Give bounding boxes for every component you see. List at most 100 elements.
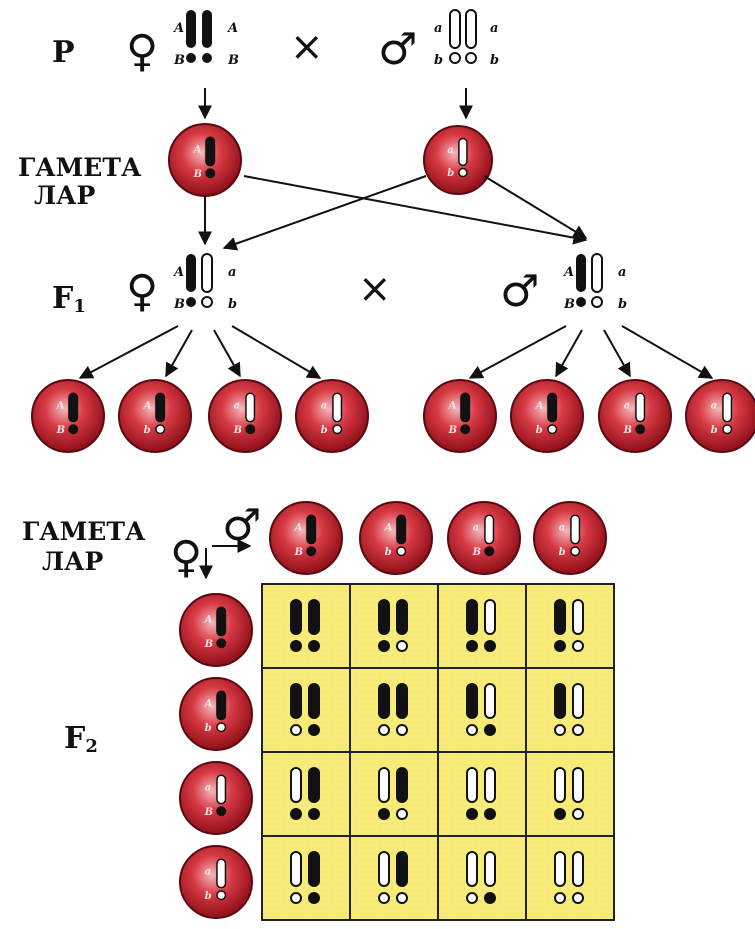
allele-label: a bbox=[321, 400, 327, 411]
allele-label: B bbox=[193, 169, 202, 180]
cell-membrane bbox=[533, 501, 607, 575]
allele-label: B bbox=[173, 297, 185, 312]
label-f1-main: F bbox=[52, 281, 73, 316]
allele-label: A bbox=[143, 400, 152, 411]
allele-label: b bbox=[144, 425, 151, 436]
chromosome-dot-dark bbox=[378, 808, 390, 820]
f1-female-genotype: A a B b bbox=[172, 253, 237, 312]
chromosome-dark bbox=[290, 599, 302, 635]
allele-label: a bbox=[234, 400, 240, 411]
allele-label: A bbox=[172, 265, 184, 280]
label-gametes-top-2: ЛАР bbox=[34, 181, 95, 210]
allele-label: A bbox=[294, 522, 303, 533]
chromosome-light bbox=[290, 851, 302, 887]
chromosome-dot-dark bbox=[216, 806, 227, 817]
chromosome-light bbox=[484, 767, 496, 803]
label-gametes-grid-1: ГАМЕТА bbox=[22, 517, 146, 546]
allele-label: B bbox=[204, 639, 213, 650]
chromosome-dot-light bbox=[396, 808, 408, 820]
chromosome-dark bbox=[460, 392, 471, 423]
chromosome-light bbox=[378, 851, 390, 887]
chromosome-dot-light bbox=[396, 546, 407, 557]
gamete-cell: aB bbox=[208, 379, 282, 453]
gamete-cell: Ab bbox=[359, 501, 433, 575]
chromosome-light bbox=[466, 767, 478, 803]
chromosome-dark bbox=[396, 683, 408, 719]
female-symbol-f1: ♀ bbox=[126, 266, 158, 317]
chromosome-dot-dark bbox=[554, 640, 566, 652]
punnett-cell bbox=[378, 767, 408, 820]
allele-label: B bbox=[56, 425, 65, 436]
chromosome-dot-light bbox=[570, 546, 581, 557]
chromosome-dot-dark bbox=[466, 640, 478, 652]
chromosome-dark bbox=[378, 599, 390, 635]
allele-label: B bbox=[472, 547, 481, 558]
chromosome-dark bbox=[290, 683, 302, 719]
allele-label: a bbox=[228, 265, 236, 280]
cross-sign-p: × bbox=[290, 24, 324, 70]
arrow bbox=[222, 175, 427, 251]
chromosome-dot-light bbox=[396, 892, 408, 904]
male-symbol-p: ♂ bbox=[378, 24, 417, 75]
punnett-cell bbox=[554, 599, 584, 652]
chromosome-dot-dark bbox=[68, 424, 79, 435]
chromosome-dot-dark bbox=[576, 297, 586, 307]
chromosome-light bbox=[216, 774, 227, 805]
cell-membrane bbox=[179, 593, 253, 667]
allele-label: a bbox=[624, 400, 630, 411]
chromosome-dot-dark bbox=[308, 808, 320, 820]
arrow bbox=[243, 175, 588, 245]
allele-label: B bbox=[233, 425, 242, 436]
punnett-cell bbox=[290, 767, 320, 820]
punnett-cell bbox=[554, 767, 584, 820]
allele-label: a bbox=[205, 782, 211, 793]
allele-label: b bbox=[205, 891, 212, 902]
label-gametes-grid-2: ЛАР bbox=[42, 547, 103, 576]
chromosome-dot-light bbox=[378, 892, 390, 904]
chromosome-light bbox=[484, 599, 496, 635]
chromosome-light bbox=[201, 253, 213, 293]
cell-membrane bbox=[168, 123, 242, 197]
arrow bbox=[483, 175, 588, 239]
punnett-cell bbox=[378, 683, 408, 736]
chromosome-dot-light bbox=[458, 167, 468, 178]
cell-membrane bbox=[423, 125, 493, 195]
chromosome-dot-light bbox=[591, 296, 603, 308]
female-symbol-p: ♀ bbox=[126, 26, 158, 77]
gamete-cell: Ab bbox=[179, 677, 253, 751]
gamete-cell: ab bbox=[685, 379, 755, 453]
chromosome-light bbox=[554, 767, 566, 803]
label-p: P bbox=[52, 35, 75, 70]
gamete-cell: AB bbox=[269, 501, 343, 575]
allele-label: B bbox=[227, 53, 239, 68]
parent-male-genotype: a a b b bbox=[434, 9, 499, 68]
punnett-cell bbox=[466, 683, 496, 736]
punnett-cell bbox=[290, 683, 320, 736]
chromosome-dark bbox=[396, 851, 408, 887]
chromosome-light bbox=[570, 514, 581, 545]
parent-female-genotype: A A B B bbox=[172, 10, 239, 68]
allele-label: b bbox=[711, 425, 718, 436]
gamete-cell: aB bbox=[447, 501, 521, 575]
chromosome-dark bbox=[396, 599, 408, 635]
chromosome-dark bbox=[396, 514, 407, 545]
allele-label: A bbox=[535, 400, 544, 411]
cell-membrane bbox=[208, 379, 282, 453]
allele-label: A bbox=[204, 614, 213, 625]
gamete-cell: ab bbox=[179, 845, 253, 919]
allele-label: A bbox=[384, 522, 393, 533]
chromosome-dark bbox=[378, 683, 390, 719]
gamete-cell: Ab bbox=[118, 379, 192, 453]
cell-membrane bbox=[359, 501, 433, 575]
gamete-cell: AB bbox=[423, 379, 497, 453]
allele-label: b bbox=[447, 168, 454, 179]
chromosome-dark bbox=[216, 606, 227, 637]
allele-label: B bbox=[204, 807, 213, 818]
punnett-cell bbox=[554, 851, 584, 904]
gamete-cell: AB bbox=[179, 593, 253, 667]
chromosome-dot-light bbox=[290, 892, 302, 904]
chromosome-dot-light bbox=[155, 424, 166, 435]
allele-label: b bbox=[205, 723, 212, 734]
chromosome-light bbox=[484, 851, 496, 887]
